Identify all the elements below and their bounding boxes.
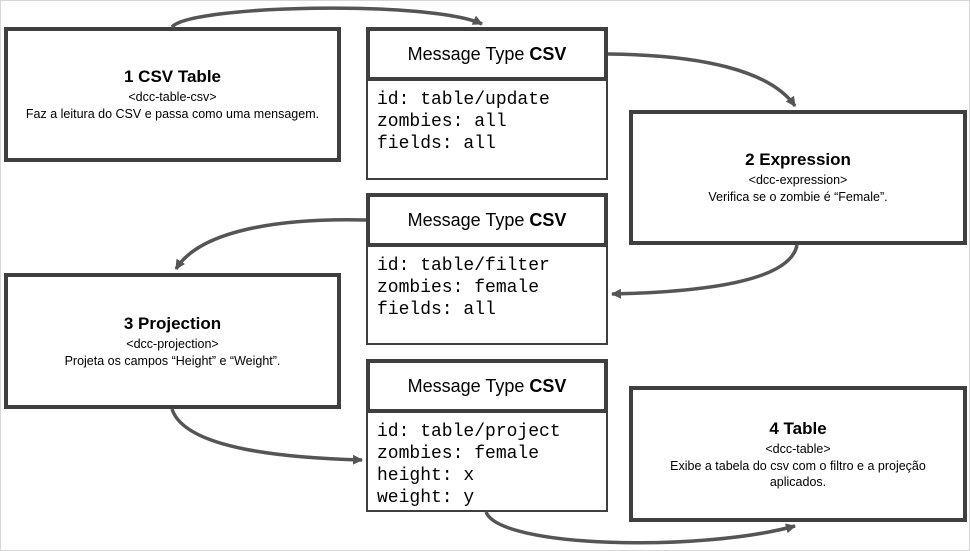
message-line: zombies: female <box>377 444 540 464</box>
message-type: CSV <box>529 43 567 64</box>
component-table: 4 Table <dcc-table> Exibe a tabela do cs… <box>629 386 967 522</box>
component-tag: <dcc-table-csv> <box>128 90 217 104</box>
component-tag: <dcc-table> <box>765 441 831 456</box>
component-projection: 3 Projection <dcc-projection> Projeta os… <box>4 273 341 409</box>
message-type: CSV <box>529 375 567 396</box>
message-line: fields: all <box>377 134 496 154</box>
arrow-filter-to-projection <box>174 218 367 270</box>
arrow-projection-to-project <box>170 408 363 465</box>
message-type: CSV <box>529 209 567 230</box>
component-description: Faz a leitura do CSV e passa como uma me… <box>25 107 320 121</box>
component-expression: 2 Expression <dcc-expression> Verifica s… <box>629 110 967 245</box>
message-label: Message Type <box>407 43 525 64</box>
message-line: id: table/filter <box>377 256 550 276</box>
message-body: id: table/update zombies: all fields: al… <box>366 81 608 180</box>
message-line: height: x <box>377 466 475 486</box>
component-csv-table: 1 CSV Table <dcc-table-csv> Faz a leitur… <box>4 27 341 162</box>
component-description: Exibe a tabela do csv com o filtro e a p… <box>670 458 926 489</box>
component-title: 4 Table <box>769 418 827 438</box>
message-body: id: table/filter zombies: female fields:… <box>366 247 608 345</box>
message-line: id: table/update <box>377 90 550 110</box>
component-title: 1 CSV Table <box>124 67 221 86</box>
message-label: Message Type <box>407 209 525 230</box>
arrow-csv-to-update <box>170 6 483 29</box>
component-title: 3 Projection <box>123 313 222 333</box>
message-body: id: table/project zombies: female height… <box>366 413 608 512</box>
message-line: weight: y <box>377 488 475 508</box>
message-line: zombies: all <box>377 112 507 132</box>
arrow-update-to-expression <box>607 52 797 107</box>
component-description: Verifica se o zombie é “Female”. <box>708 190 888 204</box>
component-tag: <dcc-expression> <box>748 173 848 187</box>
message-line: fields: all <box>377 300 496 320</box>
component-tag: <dcc-projection> <box>126 336 219 351</box>
component-title: 2 Expression <box>745 150 851 169</box>
message-line: id: table/project <box>377 422 561 442</box>
arrow-expression-to-filter <box>611 244 799 299</box>
component-description: Projeta os campos “Height” e “Weight”. <box>64 353 281 368</box>
message-line: zombies: female <box>377 278 540 298</box>
arrow-project-to-table <box>484 511 796 545</box>
message-label: Message Type <box>407 375 525 396</box>
